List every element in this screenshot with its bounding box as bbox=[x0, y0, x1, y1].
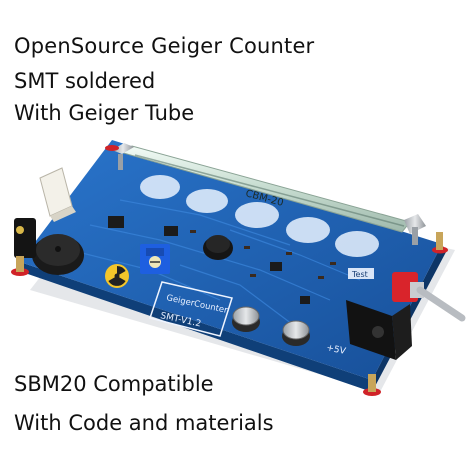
jst-connector bbox=[39, 167, 76, 222]
jack-ring bbox=[16, 226, 24, 234]
caption-title: OpenSource Geiger Counter bbox=[14, 34, 315, 58]
pcb-board bbox=[20, 140, 442, 380]
smd-ics bbox=[108, 216, 310, 304]
caption-with-tube: With Geiger Tube bbox=[14, 101, 195, 125]
test-area: Test bbox=[348, 268, 374, 279]
trim-potentiometer bbox=[140, 244, 170, 274]
caption-sbm20-compatible: SBM20 Compatible bbox=[14, 372, 214, 396]
dc-power-jack bbox=[346, 300, 412, 360]
silk-test-label: Test bbox=[351, 270, 368, 279]
audio-jack bbox=[14, 218, 36, 258]
smd-passives bbox=[190, 230, 336, 279]
tube-window-pads bbox=[140, 175, 379, 257]
toggle-switch bbox=[392, 272, 466, 322]
buzzer bbox=[32, 234, 84, 275]
inductor bbox=[203, 235, 233, 260]
electrolytic-capacitors bbox=[232, 306, 310, 346]
silk-power-label: +5V bbox=[325, 343, 347, 357]
standoffs bbox=[11, 145, 448, 396]
caption-smt-soldered: SMT soldered bbox=[14, 69, 156, 93]
caption-code-materials: With Code and materials bbox=[14, 411, 274, 435]
board-edge bbox=[20, 262, 372, 392]
radiation-symbol bbox=[105, 264, 129, 288]
